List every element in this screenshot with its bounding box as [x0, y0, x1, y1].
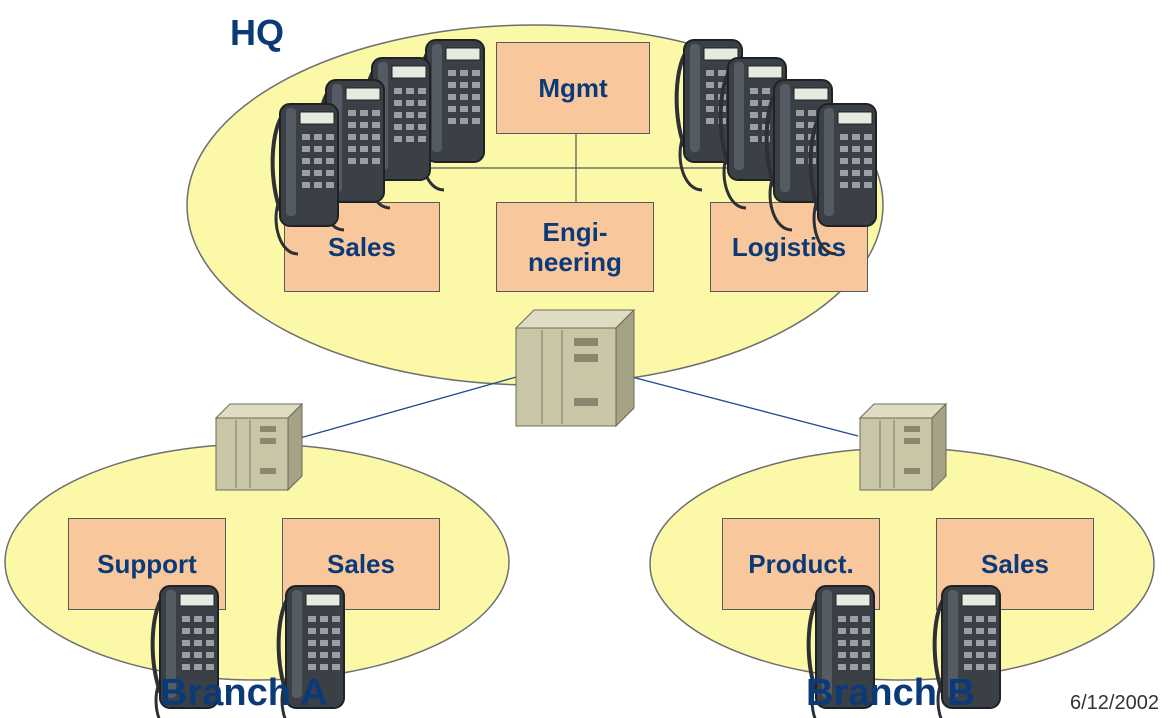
- site-label-branch-b: Branch B: [806, 672, 975, 714]
- dept-label-engineering-line1: Engi-: [542, 217, 608, 247]
- site-label-branch-a: Branch A: [160, 672, 328, 714]
- dept-box-logistics: Logistics: [710, 202, 868, 292]
- dept-box-hq-sales: Sales: [284, 202, 440, 292]
- dept-label-logistics: Logistics: [731, 232, 847, 262]
- dept-label-mgmt: Mgmt: [538, 73, 608, 103]
- server-icon: [215, 403, 303, 491]
- dept-label-branch-b-sales: Sales: [981, 549, 1049, 579]
- server-icon: [515, 309, 635, 427]
- wan-link-branch-b: [627, 375, 859, 437]
- dept-label-support: Support: [97, 549, 197, 579]
- dept-box-branch-a-sales: Sales: [282, 518, 440, 610]
- dept-box-mgmt: Mgmt: [496, 42, 650, 134]
- site-label-hq: HQ: [230, 12, 284, 53]
- dept-box-product: Product.: [722, 518, 880, 610]
- dept-label-hq-sales: Sales: [328, 232, 396, 262]
- dept-label-product: Product.: [748, 549, 854, 579]
- footer-date: 6/12/2002: [1070, 692, 1159, 714]
- dept-label-engineering-line2: neering: [528, 247, 622, 277]
- wan-link-branch-a: [299, 375, 521, 439]
- dept-box-engineering: Engi- neering: [496, 202, 654, 292]
- dept-label-branch-a-sales: Sales: [327, 549, 395, 579]
- dept-box-support: Support: [68, 518, 226, 610]
- server-icon: [859, 403, 947, 491]
- dept-box-branch-b-sales: Sales: [936, 518, 1094, 610]
